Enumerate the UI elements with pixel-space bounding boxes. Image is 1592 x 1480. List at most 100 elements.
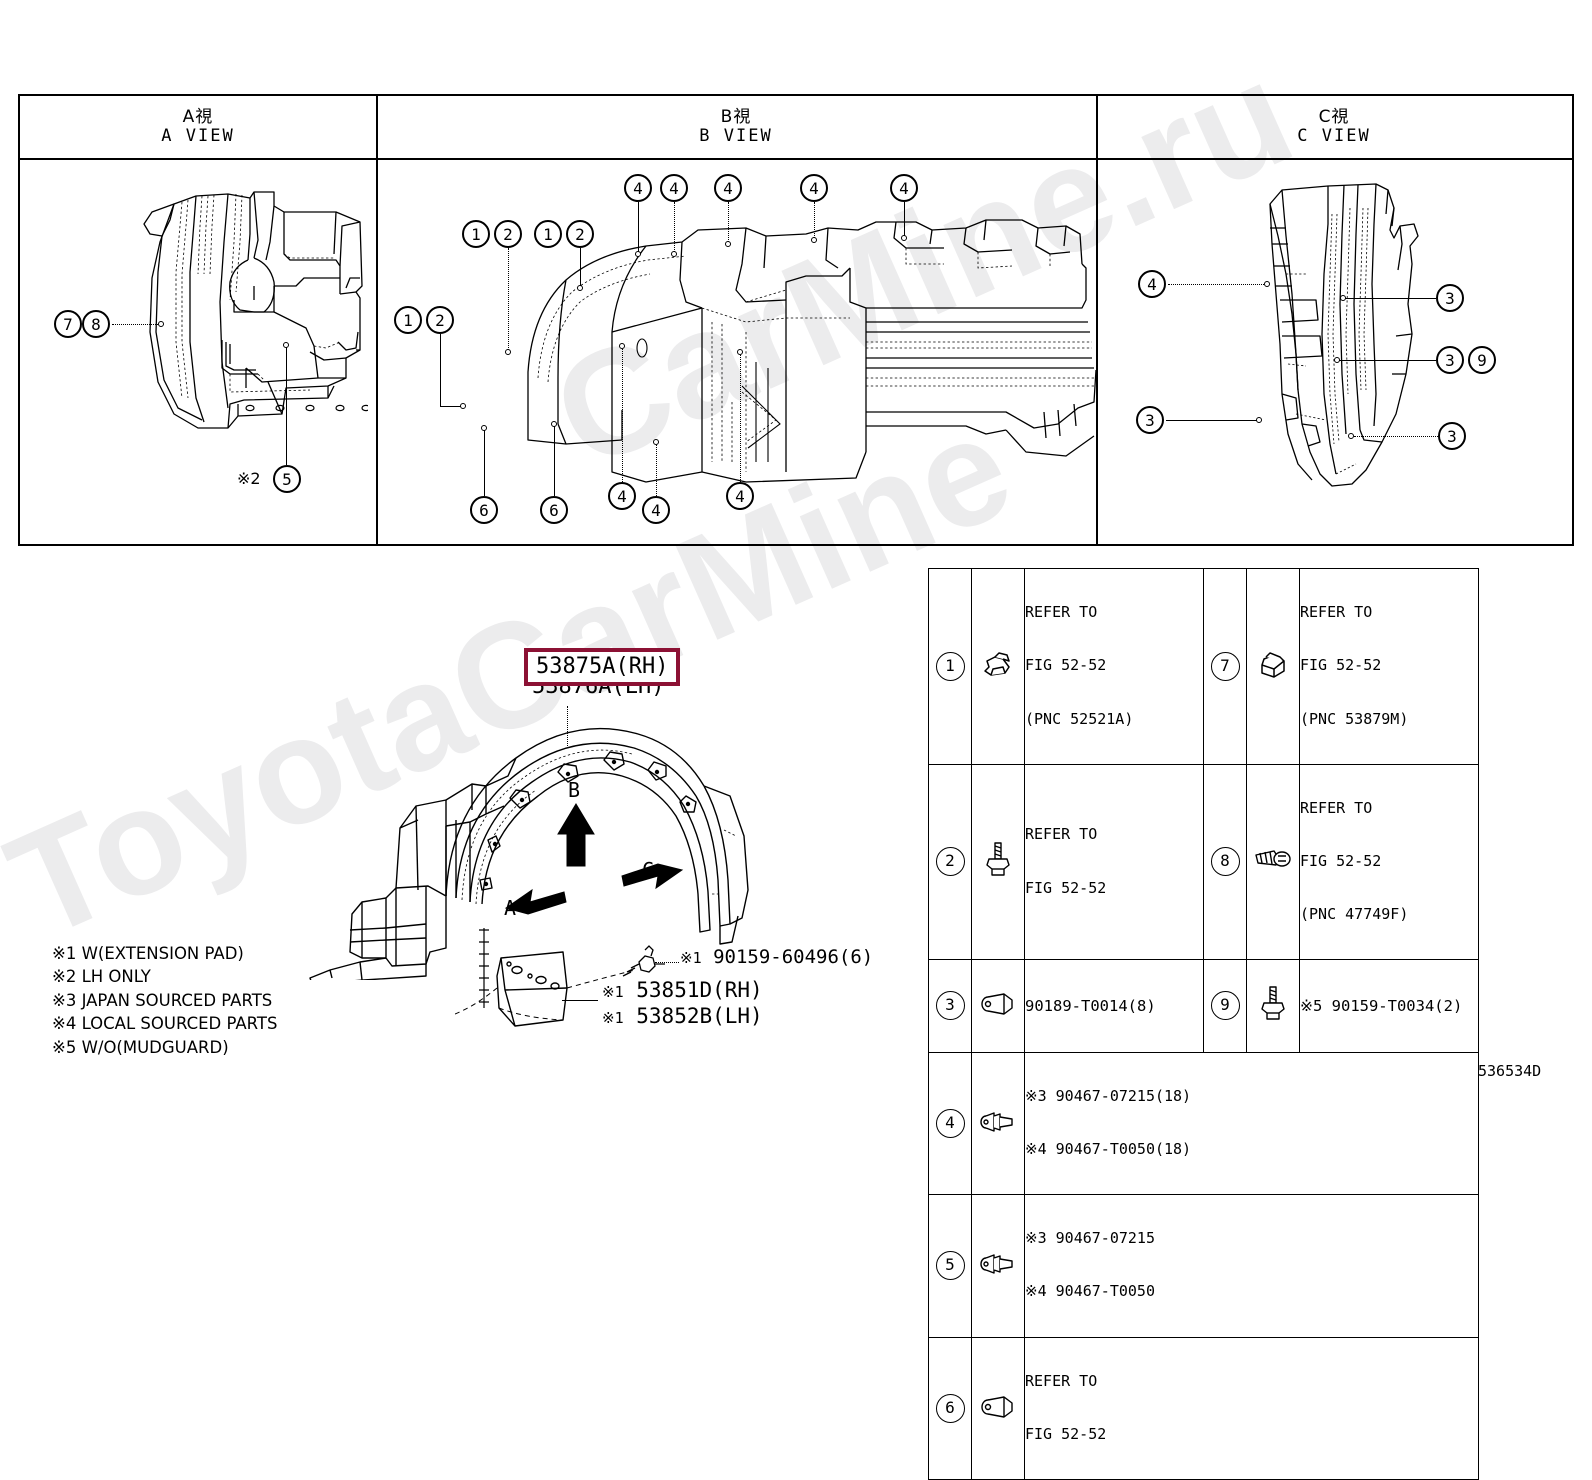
callout-2-u2[interactable]: 2 bbox=[566, 220, 594, 248]
clip-retainer-icon bbox=[984, 652, 1010, 676]
callout-4-t4[interactable]: 4 bbox=[800, 174, 828, 202]
arrow-label-c: C bbox=[642, 858, 655, 882]
view-b: B視 B VIEW bbox=[376, 96, 1097, 544]
attach-1-2-m bbox=[460, 403, 466, 409]
callout-9-r2[interactable]: 9 bbox=[1468, 346, 1496, 374]
clip-retainer-icon bbox=[1261, 652, 1285, 678]
legend-text-6-l2: FIG 52-52 bbox=[1025, 1424, 1107, 1443]
legend-num-2: 2 bbox=[928, 763, 972, 961]
arrow-label-b: B bbox=[568, 778, 581, 802]
view-a: A視 A VIEW bbox=[20, 96, 376, 544]
part-number-highlight-box[interactable]: 53875A(RH) bbox=[524, 648, 681, 686]
view-c-drawing bbox=[1269, 183, 1419, 487]
legend-num-7: 7 bbox=[1203, 568, 1247, 765]
callout-5-note: ※2 bbox=[237, 469, 261, 488]
callout-4-t3[interactable]: 4 bbox=[714, 174, 742, 202]
callout-4-b3[interactable]: 4 bbox=[642, 496, 670, 524]
view-b-title-jp: B視 bbox=[720, 106, 752, 127]
legend-text-2-l1: REFER TO bbox=[1025, 825, 1098, 844]
legend-num-3-circle: 3 bbox=[935, 991, 965, 1021]
callout-3-l2[interactable]: 3 bbox=[1136, 406, 1164, 434]
legend-text-1-l1: REFER TO bbox=[1025, 603, 1098, 622]
callout-4-left[interactable]: 4 bbox=[1138, 270, 1166, 298]
view-a-body: 7 8 5 ※2 bbox=[20, 160, 376, 548]
callout-4-m2[interactable]: 4 bbox=[726, 482, 754, 510]
view-c-title-en: C VIEW bbox=[1297, 126, 1371, 146]
legend-text-7-l2: FIG 52-52 bbox=[1300, 656, 1382, 675]
callout-2-m[interactable]: 2 bbox=[426, 306, 454, 334]
leader-4-b3 bbox=[656, 442, 657, 496]
leader-1-2-u1 bbox=[508, 248, 509, 352]
callout-1-u1[interactable]: 1 bbox=[462, 220, 490, 248]
legend-num-4: 4 bbox=[928, 1051, 972, 1196]
view-b-title-en: B VIEW bbox=[699, 126, 773, 146]
legend-icon-8 bbox=[1246, 763, 1300, 961]
view-a-title-jp: A視 bbox=[182, 106, 214, 127]
view-c-body: 4 3 3 9 3 3 bbox=[1096, 160, 1572, 548]
callout-4-t1[interactable]: 4 bbox=[624, 174, 652, 202]
legend-icon-9 bbox=[1246, 959, 1300, 1053]
legend-row-5: 5 ※3 90467-07215 ※4 90467-T0050 bbox=[928, 1194, 1479, 1338]
callout-7[interactable]: 7 bbox=[54, 310, 82, 338]
screw-grommet-icon bbox=[1261, 986, 1285, 1021]
legend-text-9-l1: ※5 90159-T0034(2) bbox=[1300, 996, 1463, 1015]
footnote-2: ※2 LH ONLY bbox=[52, 967, 151, 987]
leader-main-part bbox=[567, 706, 568, 746]
attach-4-b3 bbox=[653, 439, 659, 445]
pad-rh-note-mark: ※1 bbox=[602, 983, 624, 1001]
legend-row-2-8: 2 REFER TO FIG 52-52 8 bbox=[928, 763, 1479, 961]
leader-3-9-r2 bbox=[1338, 360, 1436, 361]
callout-3-r2[interactable]: 3 bbox=[1436, 346, 1464, 374]
callout-3-r3[interactable]: 3 bbox=[1438, 422, 1466, 450]
legend-num-8: 8 bbox=[1203, 763, 1247, 961]
leader-1-2-u2 bbox=[580, 248, 581, 288]
callout-3-r1[interactable]: 3 bbox=[1436, 284, 1464, 312]
callout-6-b2[interactable]: 6 bbox=[540, 496, 568, 524]
callout-4-m1[interactable]: 4 bbox=[608, 482, 636, 510]
callout-1-u2[interactable]: 1 bbox=[534, 220, 562, 248]
callout-8[interactable]: 8 bbox=[82, 310, 110, 338]
leader-bolt-label bbox=[655, 962, 679, 963]
view-a-header: A視 A VIEW bbox=[20, 96, 376, 160]
leader-6-b2 bbox=[554, 424, 555, 496]
attach-4-t4 bbox=[811, 237, 817, 243]
direction-arrows bbox=[504, 803, 684, 915]
part-number-rh: 53875A(RH) bbox=[536, 654, 669, 679]
bolt-note-mark: ※1 bbox=[680, 949, 702, 967]
attach-3-l2 bbox=[1256, 417, 1262, 423]
legend-text-5: ※3 90467-07215 ※4 90467-T0050 bbox=[1024, 1194, 1479, 1338]
leader-4-t4 bbox=[814, 202, 815, 240]
leader-pad-label bbox=[562, 1000, 598, 1001]
pad-lh-note-mark: ※1 bbox=[602, 1009, 624, 1027]
legend-num-4-circle: 4 bbox=[935, 1108, 965, 1138]
leader-4-m2 bbox=[740, 352, 741, 482]
attach-4-m2 bbox=[737, 349, 743, 355]
leader-4-left bbox=[1168, 284, 1266, 285]
figure-code: 536534D bbox=[1478, 1062, 1542, 1080]
extension-pad-drawing bbox=[455, 928, 665, 1027]
footnote-1: ※1 W(EXTENSION PAD) bbox=[52, 944, 244, 963]
bolt-part-number: 90159-60496(6) bbox=[713, 946, 874, 968]
leader-4-t1 bbox=[638, 202, 639, 254]
push-clip-icon bbox=[980, 1254, 1013, 1274]
attach-4-t2 bbox=[671, 251, 677, 257]
parts-legend-table: 1 REFER TO FIG 52-52 (PNC 52521A) 7 bbox=[928, 568, 1479, 1480]
label-pad-rh: ※1 53851D(RH) bbox=[602, 978, 763, 1002]
legend-num-6: 6 bbox=[928, 1336, 972, 1480]
callout-4-t5[interactable]: 4 bbox=[890, 174, 918, 202]
callout-6-b1[interactable]: 6 bbox=[470, 496, 498, 524]
legend-text-5-l1: ※3 90467-07215 bbox=[1025, 1229, 1155, 1248]
view-a-title-en: A VIEW bbox=[161, 126, 235, 146]
callout-1-m[interactable]: 1 bbox=[394, 306, 422, 334]
legend-num-3: 3 bbox=[928, 959, 972, 1053]
callout-5[interactable]: 5 bbox=[273, 465, 301, 493]
leader-4-t3 bbox=[728, 202, 729, 244]
attach-4-m1 bbox=[619, 343, 625, 349]
view-c-header: C視 C VIEW bbox=[1096, 96, 1572, 160]
callout-2-u1[interactable]: 2 bbox=[494, 220, 522, 248]
view-divider-bc bbox=[1096, 96, 1098, 544]
legend-text-6-l1: REFER TO bbox=[1025, 1371, 1098, 1390]
attach-point-5 bbox=[283, 342, 289, 348]
legend-icon-7 bbox=[1246, 568, 1300, 765]
callout-4-t2[interactable]: 4 bbox=[660, 174, 688, 202]
